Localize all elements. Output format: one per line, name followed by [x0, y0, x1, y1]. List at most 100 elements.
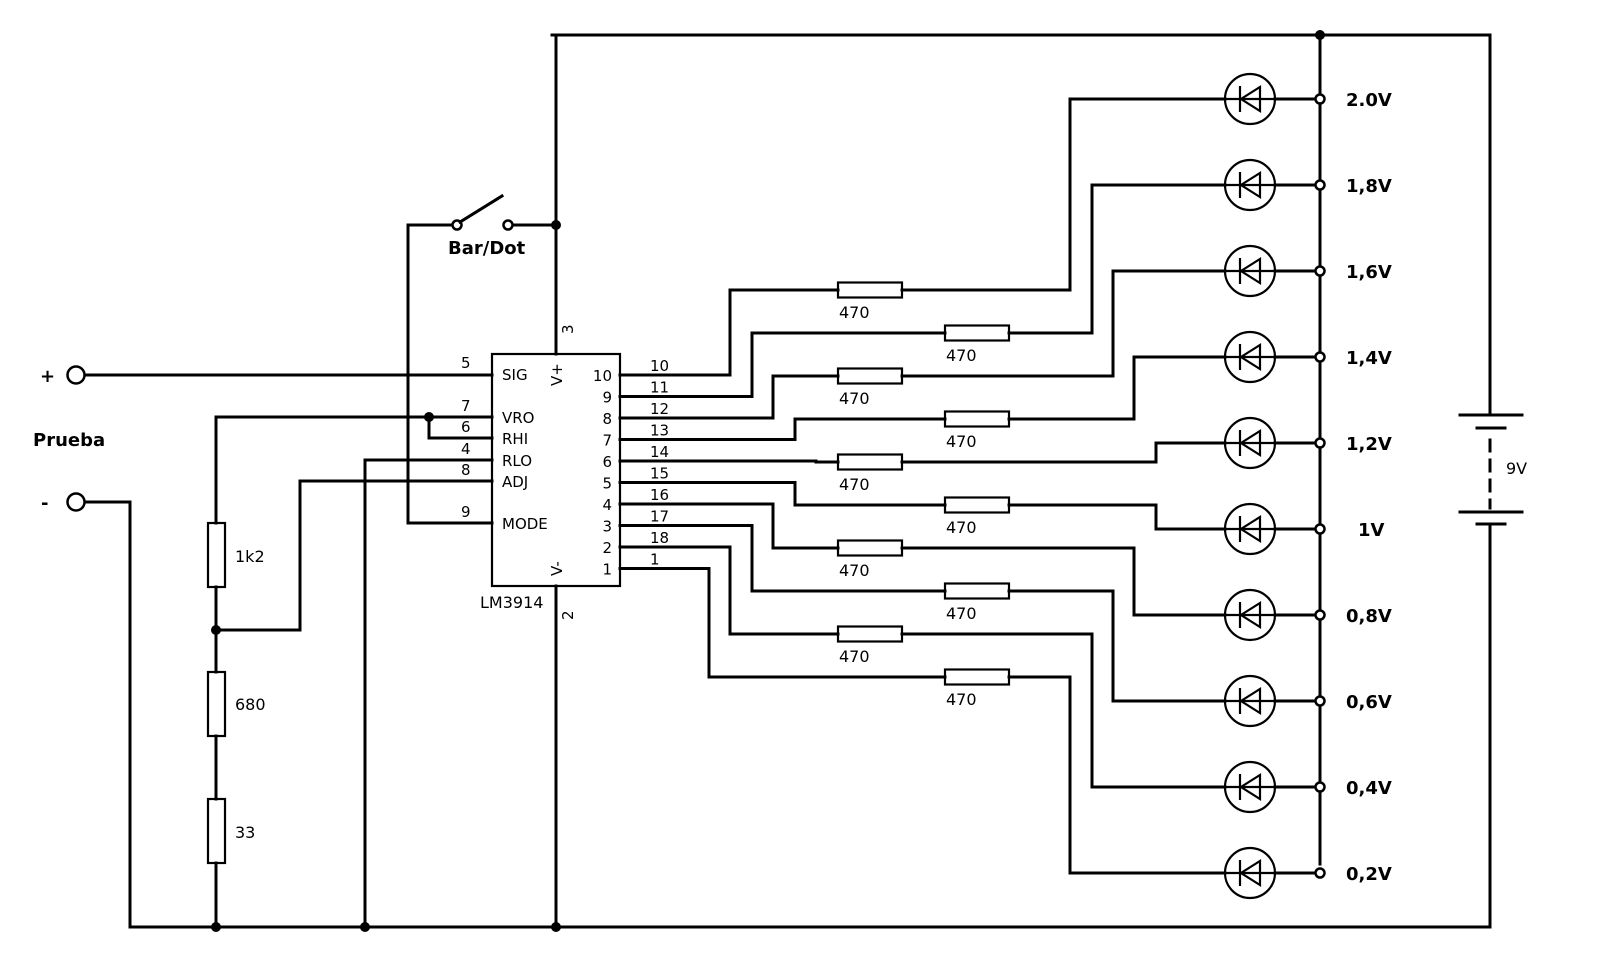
- junction-dots: [211, 30, 1325, 932]
- channel-4-input-wire: [618, 417, 947, 441]
- led-1-bus-dot: [1314, 93, 1326, 105]
- ic-name-label: LM3914: [480, 593, 543, 612]
- led-10-triangle: [1238, 859, 1262, 887]
- channel-1-input-wire: [618, 288, 840, 377]
- led-3-voltage-label: 1,6V: [1346, 262, 1392, 283]
- output-channels: 470 2.0V 10 10 470 1,8V 9 1 1 470 1,6V 8 12 470 1,4V 7 1…: [593, 72, 1392, 900]
- led-3-bus-dot: [1314, 265, 1326, 277]
- resistor-470-3-label: 470: [839, 389, 870, 408]
- resistor-470-4-label: 470: [946, 432, 977, 451]
- resistor-470-5-label: 470: [839, 475, 870, 494]
- pin-rhi-number: 6: [461, 418, 471, 436]
- ic-output-4-inner-number: 7: [602, 432, 612, 450]
- led-5-bus-dot: [1314, 437, 1326, 449]
- ic-output-8-pin-number: 17: [650, 508, 669, 526]
- probe-minus-label: -: [41, 493, 48, 514]
- led-10-voltage-label: 0,2V: [1346, 864, 1392, 885]
- resistor-470-5: [836, 453, 904, 471]
- led-4-voltage-label: 1,4V: [1346, 348, 1392, 369]
- led-9-bus-dot: [1314, 781, 1326, 793]
- ic-output-1-inner-number: 10: [593, 367, 612, 385]
- ic-output-2-inner-number: 9: [602, 389, 612, 407]
- resistor-470-6-label: 470: [946, 518, 977, 537]
- probe-label: Prueba: [33, 430, 105, 451]
- divider-resistor-1-label: 1k2: [235, 547, 265, 566]
- channel-9-input-wire: [618, 545, 840, 636]
- resistor-470-9: [836, 625, 904, 643]
- pin-rlo-number: 4: [461, 440, 471, 458]
- channel-6-input-wire: [618, 481, 947, 507]
- ic-output-8-inner-number: 3: [602, 518, 612, 536]
- resistor-470-8-label: 470: [946, 604, 977, 623]
- pin-vplus-label: V+: [548, 363, 566, 386]
- resistor-470-1: [836, 281, 904, 299]
- channel-8-input-wire: [618, 524, 947, 593]
- pin-mode-number: 9: [461, 503, 471, 521]
- led-6-voltage-label: 1V: [1358, 520, 1385, 541]
- pin-sig-number: 5: [461, 354, 471, 372]
- led-1-voltage-label: 2.0V: [1346, 90, 1392, 111]
- channel-1-led-wire: [900, 97, 1227, 292]
- resistor-470-10: [943, 668, 1011, 686]
- led-10-bus-dot: [1314, 867, 1326, 879]
- ic-output-3-inner-number: 8: [602, 410, 612, 428]
- ic-output-6-pin-number: 15: [650, 465, 669, 483]
- led-7-bus-dot: [1314, 609, 1326, 621]
- led-8-bus-dot: [1314, 695, 1326, 707]
- ic-output-5-inner-number: 6: [602, 453, 612, 471]
- ic-output-3-pin-number: 12: [650, 400, 669, 418]
- probe-plus-label: +: [40, 366, 55, 387]
- resistor-470-7: [836, 539, 904, 557]
- resistor-470-7-label: 470: [839, 561, 870, 580]
- resistor-470-4: [943, 410, 1011, 428]
- led-8-voltage-label: 0,6V: [1346, 692, 1392, 713]
- channel-6-led-wire: [1007, 503, 1227, 531]
- channel-7-input-wire: [618, 502, 840, 550]
- led-2-triangle: [1238, 171, 1262, 199]
- pin-rlo-label: RLO: [502, 452, 532, 470]
- pin-rhi-label: RHI: [502, 430, 528, 448]
- ic-output-10-inner-number: 1: [602, 561, 612, 579]
- channel-7-led-wire: [900, 546, 1227, 617]
- led-3-triangle: [1238, 257, 1262, 285]
- led-5-triangle: [1238, 429, 1262, 457]
- led-7-triangle: [1238, 601, 1262, 629]
- resistor-470-2-label: 470: [946, 346, 977, 365]
- resistor-470-1-label: 470: [839, 303, 870, 322]
- pin-vminus-number: 2: [559, 610, 577, 620]
- ic-output-7-pin-number: 16: [650, 486, 669, 504]
- pin-mode-label: MODE: [502, 515, 548, 533]
- divider-resistor-3-label: 33: [235, 823, 255, 842]
- channel-10-input-wire: [618, 567, 947, 679]
- divider-resistor-2: 680: [206, 670, 266, 738]
- ic-output-1-pin-number: 10: [650, 357, 669, 375]
- resistor-470-3: [836, 367, 904, 385]
- channel-10-led-wire: [1007, 675, 1227, 875]
- led-2-bus-dot: [1314, 179, 1326, 191]
- ic-output-10-pin-number: 1: [650, 551, 660, 569]
- resistor-470-9-label: 470: [839, 647, 870, 666]
- pin-vplus-number: 3: [559, 324, 577, 334]
- led-9-voltage-label: 0,4V: [1346, 778, 1392, 799]
- led-2-voltage-label: 1,8V: [1346, 176, 1392, 197]
- static-wiring: [82, 33, 1492, 929]
- channel-8-led-wire: [1007, 589, 1227, 703]
- ic-output-5-pin-number: 14: [650, 443, 669, 461]
- divider-resistor-2-label: 680: [235, 695, 266, 714]
- pin-adj-label: ADJ: [502, 473, 528, 491]
- battery-9v: [1458, 413, 1524, 526]
- switch-label: Bar/Dot: [448, 238, 526, 259]
- led-4-bus-dot: [1314, 351, 1326, 363]
- led-6-triangle: [1238, 515, 1262, 543]
- channel-2-input-wire: [618, 331, 947, 398]
- led-1-triangle: [1238, 85, 1262, 113]
- channel-5-led-wire: [900, 441, 1227, 464]
- divider-resistor-3: 33: [206, 797, 255, 865]
- pin-vro-label: VRO: [502, 409, 535, 427]
- ic-output-4-pin-number: 13: [650, 422, 669, 440]
- lm3914-ic: [490, 352, 622, 588]
- ic-output-9-pin-number: 18: [650, 529, 669, 547]
- ic-output-7-inner-number: 4: [602, 496, 612, 514]
- led-7-voltage-label: 0,8V: [1346, 606, 1392, 627]
